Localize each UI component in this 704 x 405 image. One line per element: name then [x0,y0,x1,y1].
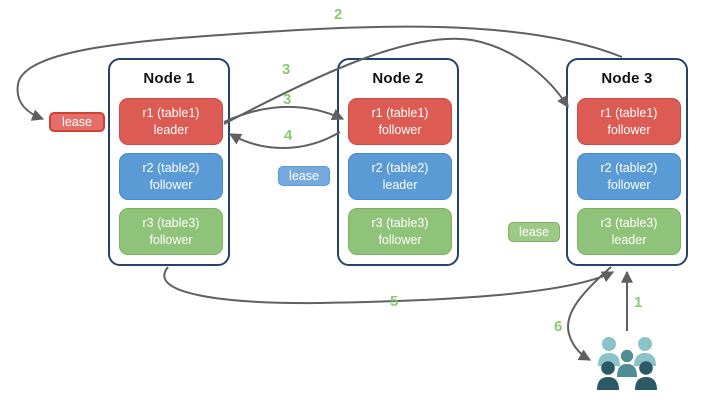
node1-range-r1: r1 (table1) leader [119,98,223,145]
lease-badge-r1: lease [49,112,105,132]
arrow-5-node1-to-node3 [163,266,615,305]
node2-range-r3: r3 (table3) follower [348,208,452,255]
node-1: Node 1 r1 (table1) leader r2 (table2) fo… [108,58,230,266]
range-role: follower [378,122,422,137]
node2-range-r2: r2 (table2) leader [348,153,452,200]
range-role: follower [607,177,651,192]
arrow-label-3b: 3 [283,91,292,108]
range-role: leader [382,177,418,192]
range-name: r2 (table2) [600,161,658,176]
node3-range-r3: r3 (table3) leader [577,208,681,255]
range-name: r1 (table1) [371,106,429,121]
node3-range-r2: r2 (table2) follower [577,153,681,200]
range-role: follower [607,122,651,137]
range-role: leader [153,122,189,137]
range-role: leader [611,232,647,247]
node1-range-r3: r3 (table3) follower [119,208,223,255]
node-2: Node 2 r1 (table1) follower r2 (table2) … [337,58,459,266]
lease-badge-r2: lease [278,166,330,186]
arrow-label-5: 5 [390,293,399,310]
users-group-icon [597,337,657,390]
range-name: r3 (table3) [371,216,429,231]
arrow-3-node1-to-node2 [223,106,345,123]
node1-range-r2: r2 (table2) follower [119,153,223,200]
range-name: r2 (table2) [371,161,429,176]
arrow-label-4: 4 [284,127,293,144]
node-3: Node 3 r1 (table1) follower r2 (table2) … [566,58,688,266]
node-1-title: Node 1 [143,70,195,87]
range-name: r2 (table2) [142,161,200,176]
range-name: r3 (table3) [600,216,658,231]
range-role: follower [378,232,422,247]
range-name: r3 (table3) [142,216,200,231]
arrow-label-3a: 3 [282,61,291,78]
node-2-title: Node 2 [372,70,424,87]
node3-range-r1: r1 (table1) follower [577,98,681,145]
arrow-label-2: 2 [334,6,343,23]
range-role: follower [149,232,193,247]
range-name: r1 (table1) [600,106,658,121]
node2-range-r1: r1 (table1) follower [348,98,452,145]
node-3-title: Node 3 [601,70,653,87]
arrow-label-1: 1 [634,294,643,311]
lease-badge-r3: lease [508,222,560,242]
range-role: follower [149,177,193,192]
arrow-label-6: 6 [554,318,563,335]
range-name: r1 (table1) [142,106,200,121]
arrow-6-node3-to-users [567,266,612,361]
